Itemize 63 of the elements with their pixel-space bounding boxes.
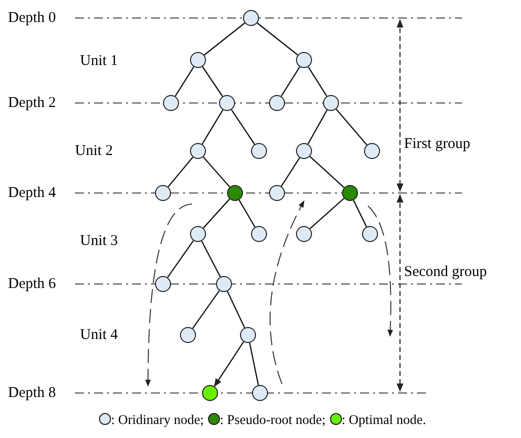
tree-node <box>269 185 285 201</box>
depth-label: Depth 4 <box>8 184 58 202</box>
tree-node <box>216 276 232 292</box>
tree-node <box>240 327 256 343</box>
tree-node <box>296 226 312 242</box>
tree-edge <box>202 156 230 188</box>
group-label: First group <box>404 135 472 153</box>
tree-edge <box>352 200 368 228</box>
unit-label: Unit 3 <box>80 232 118 250</box>
tree-node <box>219 95 235 111</box>
legend-text: : Pseudo-root node; <box>220 412 326 427</box>
tree-edge <box>167 240 194 278</box>
legend-text: : Oridinary node; <box>110 412 204 427</box>
depth-label: Depth 2 <box>8 94 58 112</box>
tree-node <box>180 327 196 343</box>
pseudo-root-node <box>227 185 243 201</box>
tree-node <box>296 52 312 68</box>
tree-edge <box>280 157 300 187</box>
pseudo-root-node <box>342 185 358 201</box>
tree-node <box>155 185 171 201</box>
tree-node <box>252 385 268 401</box>
tree-edge <box>201 240 221 278</box>
tree-node <box>251 143 267 159</box>
unit-label: Unit 2 <box>75 142 113 160</box>
tree-node <box>190 226 206 242</box>
tree-edge <box>249 342 259 386</box>
tree-node <box>190 143 206 159</box>
tree-edge <box>192 290 220 329</box>
tree-node <box>269 95 285 111</box>
tree-node <box>323 95 339 111</box>
tree-edge <box>308 66 328 97</box>
tree-node <box>163 95 179 111</box>
optimal-node <box>202 385 218 401</box>
tree-edge <box>174 66 194 97</box>
depth-label: Depth 8 <box>8 384 58 402</box>
tree-node <box>296 143 312 159</box>
tree-edge <box>256 22 298 56</box>
tree-node <box>362 226 378 242</box>
tree-edge <box>230 109 256 145</box>
tree-edge <box>238 200 256 228</box>
tree-edge <box>226 290 246 328</box>
group-label: Second group <box>404 263 489 281</box>
depth-label: Depth 6 <box>8 275 58 293</box>
tree-edge <box>214 341 244 387</box>
tree-edge <box>202 110 224 144</box>
tree-edge <box>202 66 224 97</box>
tree-node <box>251 226 267 242</box>
tree-edge <box>204 22 246 56</box>
legend-text: : Optimal node. <box>342 412 426 427</box>
tree-node <box>155 276 171 292</box>
tree-node <box>190 52 206 68</box>
tree-edge <box>310 156 344 188</box>
tree-edge <box>202 198 230 228</box>
tree-edge <box>310 198 344 230</box>
tree-node <box>364 143 380 159</box>
tree-edge <box>280 66 300 97</box>
tree-edge <box>168 156 194 188</box>
tree-edge <box>336 108 368 146</box>
unit-label: Unit 4 <box>80 326 118 344</box>
unit-label: Unit 1 <box>80 52 118 70</box>
tree-node <box>243 10 259 26</box>
tree-edge <box>307 110 328 144</box>
depth-label: Depth 0 <box>8 9 58 27</box>
